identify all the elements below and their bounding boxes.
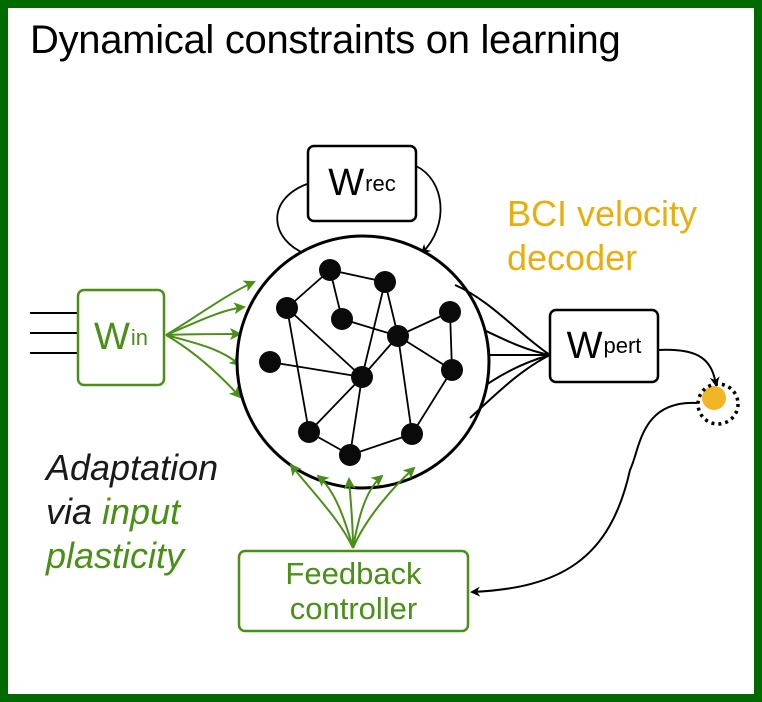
network-node (298, 421, 320, 443)
adaptation-label: Adaptation via input plasticity (46, 446, 218, 578)
output-lines (454, 284, 551, 419)
network-edge (269, 361, 363, 378)
network-node (374, 271, 396, 293)
adaptation-input: input (102, 491, 181, 532)
feedback-arrows (289, 463, 416, 549)
adaptation-line1: Adaptation (46, 447, 219, 488)
network-node (351, 366, 373, 388)
network-edge (286, 307, 310, 433)
network-edge (308, 376, 363, 433)
adaptation-line3: plasticity (46, 535, 185, 576)
w-rec-box (306, 144, 418, 223)
feedback-arrow (470, 401, 698, 597)
network-node (259, 351, 281, 373)
recurrent-loop-arrow (415, 165, 442, 255)
network-node (339, 444, 361, 466)
decoder-label: BCI velocity decoder (507, 192, 697, 280)
network-node (441, 359, 463, 381)
network-edge (349, 376, 363, 456)
feedback-controller-label: Feedback controller (239, 551, 468, 631)
network-edge (397, 335, 413, 435)
w-pert-sub: pert (603, 333, 642, 358)
decoder-output-arrow (657, 348, 720, 387)
feedback-line1: Feedback (285, 556, 422, 591)
network-nodes (259, 259, 463, 466)
decoder-line2: decoder (507, 237, 638, 278)
network-node (439, 301, 461, 323)
page-title: Dynamical constraints on learning (30, 18, 621, 62)
network-node (276, 297, 298, 319)
input-lines (30, 312, 78, 354)
network-node (401, 423, 423, 445)
recurrent-loop-arrow (276, 183, 308, 255)
w-pert-box (548, 308, 660, 384)
w-in-main: W (94, 316, 130, 358)
feedback-line2: controller (289, 591, 418, 626)
feedback-controller-box (237, 549, 470, 633)
decoder-line1: BCI velocity (507, 193, 698, 234)
network-edge (411, 369, 453, 435)
w-rec-sub: rec (365, 170, 396, 196)
input-arrows (165, 280, 256, 399)
network-edge (286, 307, 363, 378)
network-node (387, 325, 409, 347)
adaptation-line2: via input (46, 490, 218, 534)
w-rec-main: W (328, 162, 365, 204)
network-node (331, 308, 353, 330)
network-boundary (235, 234, 491, 490)
cursor-target-icon (696, 382, 740, 426)
adaptation-via: via (46, 491, 103, 532)
w-in-sub: in (130, 324, 148, 350)
w-in-box (76, 288, 166, 387)
network-node (319, 259, 341, 281)
w-pert-main: W (566, 324, 603, 367)
